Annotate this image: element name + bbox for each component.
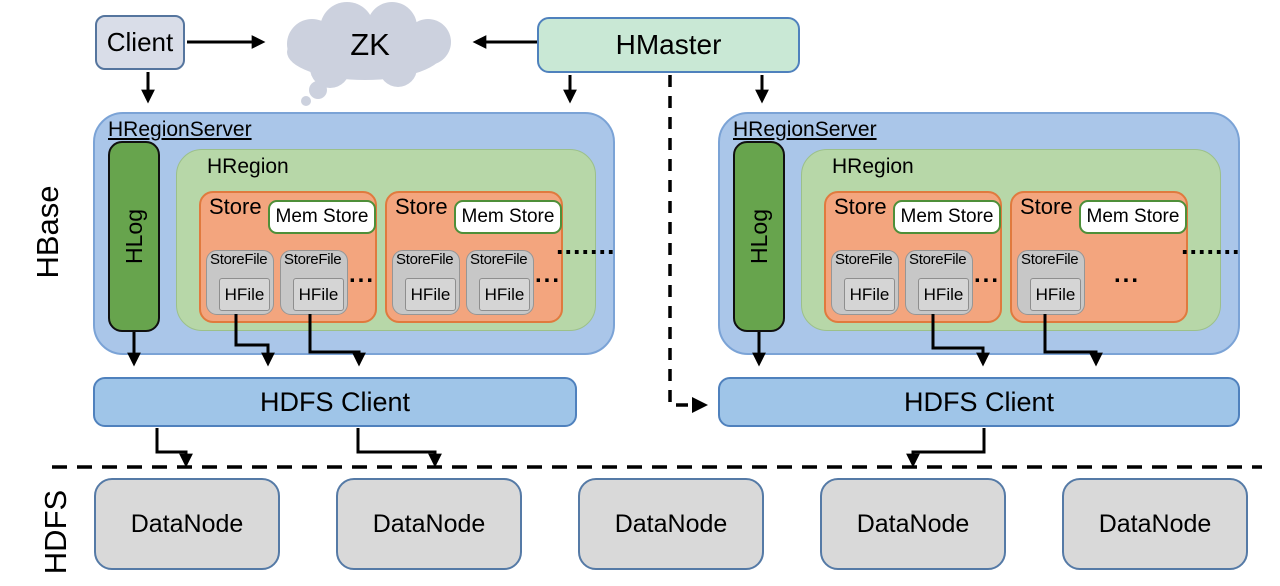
- memstore-1-1: Mem Store: [268, 200, 376, 234]
- hdfs-client-2-label: HDFS Client: [903, 386, 1055, 417]
- hfile-2-2-a: HFile: [1030, 278, 1081, 311]
- hfile-1-2-b-label: HFile: [484, 284, 525, 304]
- hlog-1: HLog: [108, 141, 160, 332]
- store-2-2: Store Mem Store StoreFile HFile ...: [1010, 191, 1188, 323]
- storefile-1-1-b-label: StoreFile: [284, 251, 342, 268]
- store-2-1: Store Mem Store StoreFile HFile StoreFil…: [824, 191, 1002, 323]
- datanode-4-label: DataNode: [856, 509, 970, 538]
- store-1-1: Store Mem Store StoreFile HFile StoreFil…: [199, 191, 377, 323]
- hmaster-label: HMaster: [615, 29, 722, 60]
- store-2-1-label: Store: [834, 194, 887, 219]
- more-storefiles-dots: ...: [974, 261, 1001, 288]
- hlog-2-label: HLog: [745, 209, 772, 264]
- more-storefiles-dots: ...: [1114, 261, 1141, 288]
- datanode-1-label: DataNode: [130, 509, 244, 538]
- hmaster-box: HMaster: [537, 17, 800, 73]
- region-server-1-title: HRegionServer: [108, 118, 252, 141]
- storefile-2-2-a: StoreFile HFile: [1017, 250, 1085, 315]
- arrow-hdfsclient1-to-datanode2: [356, 428, 442, 468]
- hdfs-section-label: HDFS: [38, 489, 73, 575]
- storefile-2-1-b: StoreFile HFile: [905, 250, 973, 315]
- hfile-2-1-a: HFile: [844, 278, 895, 311]
- datanode-4: DataNode: [820, 478, 1006, 570]
- hregion-2: HRegion Store Mem Store StoreFile HFile …: [801, 149, 1221, 331]
- more-stores-dots: .......: [1181, 230, 1241, 260]
- memstore-2-1: Mem Store: [893, 200, 1001, 234]
- datanode-1: DataNode: [94, 478, 280, 570]
- storefile-2-1-a: StoreFile HFile: [831, 250, 899, 315]
- hfile-1-1-a: HFile: [219, 278, 270, 311]
- hfile-1-2-a-label: HFile: [410, 284, 451, 304]
- datanode-3-label: DataNode: [614, 509, 728, 538]
- hlog-1-label: HLog: [120, 209, 147, 264]
- arrow-hmaster-to-hdfsclient2-dashed: [668, 75, 709, 414]
- hfile-2-1-a-label: HFile: [849, 284, 890, 304]
- datanode-2: DataNode: [336, 478, 522, 570]
- memstore-2-2-label: Mem Store: [1086, 206, 1180, 227]
- memstore-1-1-label: Mem Store: [275, 206, 369, 227]
- hregion-1: HRegion Store Mem Store StoreFile HFile …: [176, 149, 596, 331]
- hfile-2-2-a-label: HFile: [1035, 284, 1076, 304]
- memstore-2-1-label: Mem Store: [900, 206, 994, 227]
- storefile-1-1-b: StoreFile HFile: [280, 250, 348, 315]
- store-1-2-label: Store: [395, 194, 448, 219]
- storefile-2-2-a-label: StoreFile: [1021, 251, 1079, 268]
- storefile-1-1-a-label: StoreFile: [210, 251, 268, 268]
- store-1-1-label: Store: [209, 194, 262, 219]
- region-server-1: HRegionServer HLog HRegion Store Mem Sto…: [93, 112, 615, 355]
- hregion-1-title: HRegion: [207, 155, 289, 178]
- storefile-1-2-a-label: StoreFile: [396, 251, 454, 268]
- hbase-section-label: HBase: [30, 185, 65, 279]
- storefile-1-2-b-label: StoreFile: [470, 251, 528, 268]
- storefile-1-1-a: StoreFile HFile: [206, 250, 274, 315]
- region-server-2-title: HRegionServer: [733, 118, 877, 141]
- store-2-2-label: Store: [1020, 194, 1073, 219]
- more-storefiles-dots: ...: [349, 261, 376, 288]
- memstore-2-2: Mem Store: [1079, 200, 1187, 234]
- client-box: Client: [95, 15, 185, 70]
- storefile-1-2-a: StoreFile HFile: [392, 250, 460, 315]
- memstore-1-2-label: Mem Store: [461, 206, 555, 227]
- storefile-2-1-a-label: StoreFile: [835, 251, 893, 268]
- hdfs-client-1: HDFS Client: [93, 377, 577, 427]
- hfile-1-1-b: HFile: [293, 278, 344, 311]
- datanode-3: DataNode: [578, 478, 764, 570]
- more-stores-dots: .......: [556, 230, 616, 260]
- storefile-2-1-b-label: StoreFile: [909, 251, 967, 268]
- hfile-1-1-a-label: HFile: [224, 284, 265, 304]
- arrow-hdfsclient1-to-datanode1: [155, 428, 193, 468]
- storefile-1-2-b: StoreFile HFile: [466, 250, 534, 315]
- hdfs-client-2: HDFS Client: [718, 377, 1240, 427]
- region-server-2: HRegionServer HLog HRegion Store Mem Sto…: [718, 112, 1240, 355]
- datanode-5-label: DataNode: [1098, 509, 1212, 538]
- memstore-1-2: Mem Store: [454, 200, 562, 234]
- client-label: Client: [106, 27, 174, 57]
- hfile-2-1-b-label: HFile: [923, 284, 964, 304]
- store-1-2: Store Mem Store StoreFile HFile StoreFil…: [385, 191, 563, 323]
- hfile-2-1-b: HFile: [918, 278, 969, 311]
- hfile-1-2-a: HFile: [405, 278, 456, 311]
- hdfs-client-1-label: HDFS Client: [259, 386, 411, 417]
- zookeeper-label: ZK: [350, 27, 390, 62]
- hfile-1-1-b-label: HFile: [298, 284, 339, 304]
- hfile-1-2-b: HFile: [479, 278, 530, 311]
- arrow-hdfsclient2-to-datanode4: [906, 428, 986, 468]
- hlog-2: HLog: [733, 141, 785, 332]
- datanode-2-label: DataNode: [372, 509, 486, 538]
- more-storefiles-dots: ...: [535, 261, 562, 288]
- datanode-5: DataNode: [1062, 478, 1248, 570]
- hregion-2-title: HRegion: [832, 155, 914, 178]
